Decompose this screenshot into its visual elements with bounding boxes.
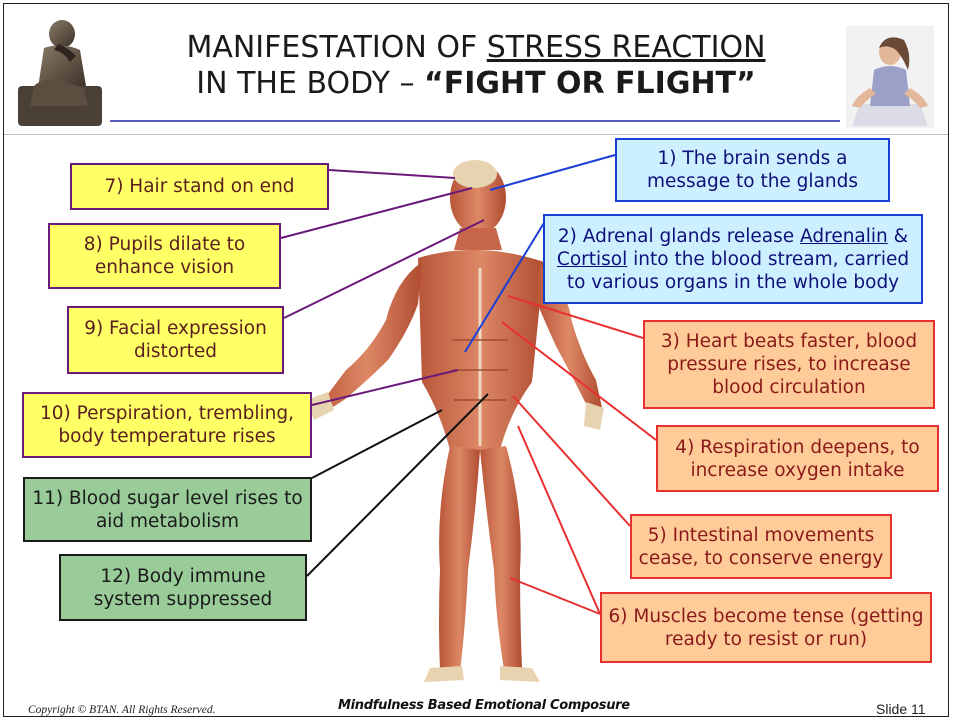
callout-muscles-tense: 6) Muscles become tense (getting ready t…: [600, 592, 932, 663]
adrenalin-link[interactable]: Adrenalin: [800, 226, 888, 247]
callout-adrenal-text: 2) Adrenal glands release Adrenalin & Co…: [551, 225, 915, 294]
callout-intestinal: 5) Intestinal movements cease, to conser…: [630, 514, 892, 579]
callout-respiration: 4) Respiration deepens, to increase oxyg…: [656, 425, 939, 492]
callout-perspiration: 10) Perspiration, trembling, body temper…: [22, 392, 312, 458]
callout-hair: 7) Hair stand on end: [70, 163, 329, 210]
footer-slide-number: Slide 11: [876, 701, 926, 717]
callout-pupils: 8) Pupils dilate to enhance vision: [48, 223, 281, 289]
footer-copyright: Copyright © BTAN. All Rights Reserved.: [28, 704, 216, 716]
callout-blood-sugar: 11) Blood sugar level rises to aid metab…: [23, 477, 312, 542]
callout-brain-message: 1) The brain sends a message to the glan…: [615, 138, 890, 202]
callout-heart-beats: 3) Heart beats faster, blood pressure ri…: [643, 320, 935, 409]
callout-facial-expression: 9) Facial expression distorted: [67, 306, 284, 374]
footer-course-title: Mindfulness Based Emotional Composure: [338, 698, 630, 713]
callout-immune-system: 12) Body immune system suppressed: [59, 554, 307, 621]
cortisol-link[interactable]: Cortisol: [557, 249, 627, 270]
callout-adrenal-glands: 2) Adrenal glands release Adrenalin & Co…: [543, 214, 923, 304]
